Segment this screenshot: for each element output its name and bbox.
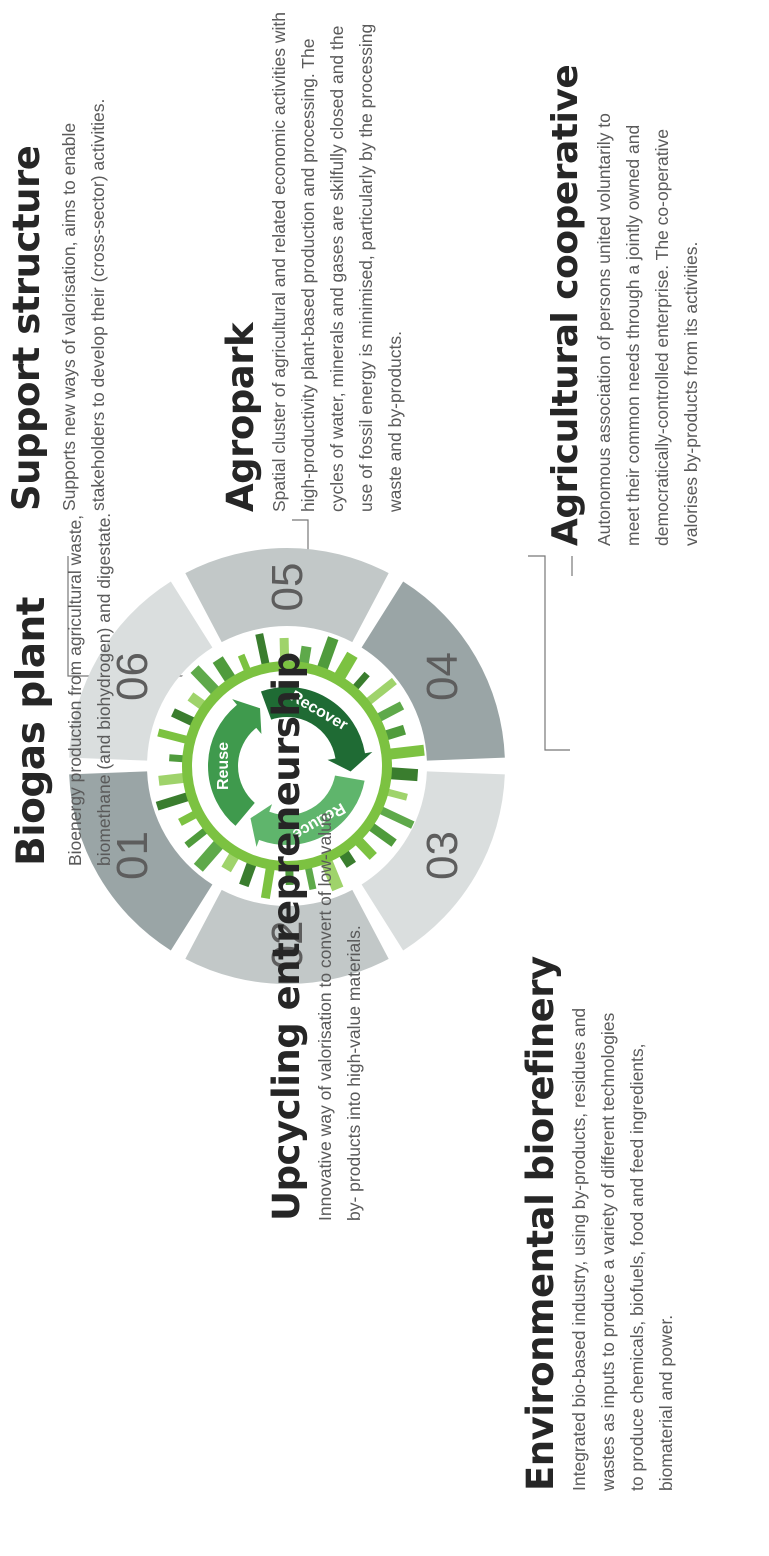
ring-segment-02 xyxy=(185,889,389,985)
segment-number-04: 04 xyxy=(418,652,467,701)
skyline-building xyxy=(352,671,370,690)
cycle-arrow-reduce xyxy=(248,773,367,855)
skyline-building xyxy=(321,859,344,892)
green-ring xyxy=(182,661,392,871)
cycle-arrow-reuse xyxy=(206,695,264,829)
skyline-building xyxy=(355,837,377,860)
skyline-building xyxy=(298,645,312,665)
skyline-building xyxy=(239,862,257,888)
skyline-building xyxy=(171,708,195,726)
segment-desc: Supports new ways of valorisation, aims … xyxy=(59,98,108,511)
segment-number-03: 03 xyxy=(418,831,467,880)
connector-03 xyxy=(528,555,570,751)
skyline-building xyxy=(187,692,206,710)
ring-segment-03 xyxy=(361,771,505,951)
skyline-building xyxy=(386,788,408,801)
segment-title: Environmental biorefinery xyxy=(519,956,562,1491)
cycle-label-reuse: Reuse xyxy=(215,742,232,790)
skyline-building xyxy=(334,651,358,680)
skyline-building xyxy=(221,852,240,873)
skyline-building xyxy=(190,665,220,695)
block-03: Environmental biorefinery Integrated bio… xyxy=(519,791,681,1491)
skyline-building xyxy=(366,677,397,705)
segment-desc: Bioenergy production from agricultural w… xyxy=(65,512,114,866)
segment-number-05: 05 xyxy=(263,563,312,612)
ring-segment-06 xyxy=(69,581,213,761)
segment-title: Agricultural cooperative xyxy=(545,64,586,546)
skyline-building xyxy=(260,867,275,899)
skyline-building xyxy=(317,636,339,671)
skyline-building xyxy=(379,806,415,829)
segment-title: Support structure xyxy=(5,145,48,511)
skyline-building xyxy=(169,754,184,763)
skyline-building xyxy=(158,772,185,786)
skyline-building xyxy=(384,724,406,741)
segment-title: Upcycling entrepreneurship xyxy=(265,652,308,1221)
segment-number-06: 06 xyxy=(108,652,157,701)
segment-desc: Innovative way of valorisation to conver… xyxy=(315,812,364,1221)
skyline-building xyxy=(193,840,224,872)
skyline-building xyxy=(184,827,208,849)
skyline-building xyxy=(304,867,317,891)
skyline-building xyxy=(389,744,425,760)
segment-desc: Autonomous association of persons united… xyxy=(594,113,701,546)
skyline-building xyxy=(368,823,397,847)
skyline-building xyxy=(376,701,405,722)
ring-segment-01 xyxy=(69,771,213,951)
segment-number-01: 01 xyxy=(108,831,157,880)
skyline-building xyxy=(279,637,290,663)
block-04: Agricultural cooperative Autonomous asso… xyxy=(545,6,706,546)
block-06: Support structure Supports new ways of v… xyxy=(5,0,113,511)
cycle-arrow-recover xyxy=(258,685,379,774)
block-05: Agropark Spatial cluster of agricultural… xyxy=(219,2,410,512)
skyline-building xyxy=(285,869,294,886)
skyline-building xyxy=(157,728,188,744)
segment-desc: Spatial cluster of agricultural and rela… xyxy=(269,12,405,512)
ring-segment-04 xyxy=(361,581,505,761)
skyline-building xyxy=(155,792,189,811)
segment-desc: Integrated bio-based industry, using by-… xyxy=(569,1007,676,1491)
block-02: Upcycling entrepreneurship Innovative wa… xyxy=(265,621,369,1221)
skyline-building xyxy=(255,633,270,666)
segment-title: Agropark xyxy=(219,322,262,512)
city-skyline-ring xyxy=(155,633,425,899)
skyline-building xyxy=(390,767,419,782)
skyline-building xyxy=(178,810,197,826)
skyline-building xyxy=(212,656,236,683)
skyline-building xyxy=(237,653,251,672)
ring-segment-05 xyxy=(185,547,389,643)
segment-number-02: 02 xyxy=(263,921,312,970)
